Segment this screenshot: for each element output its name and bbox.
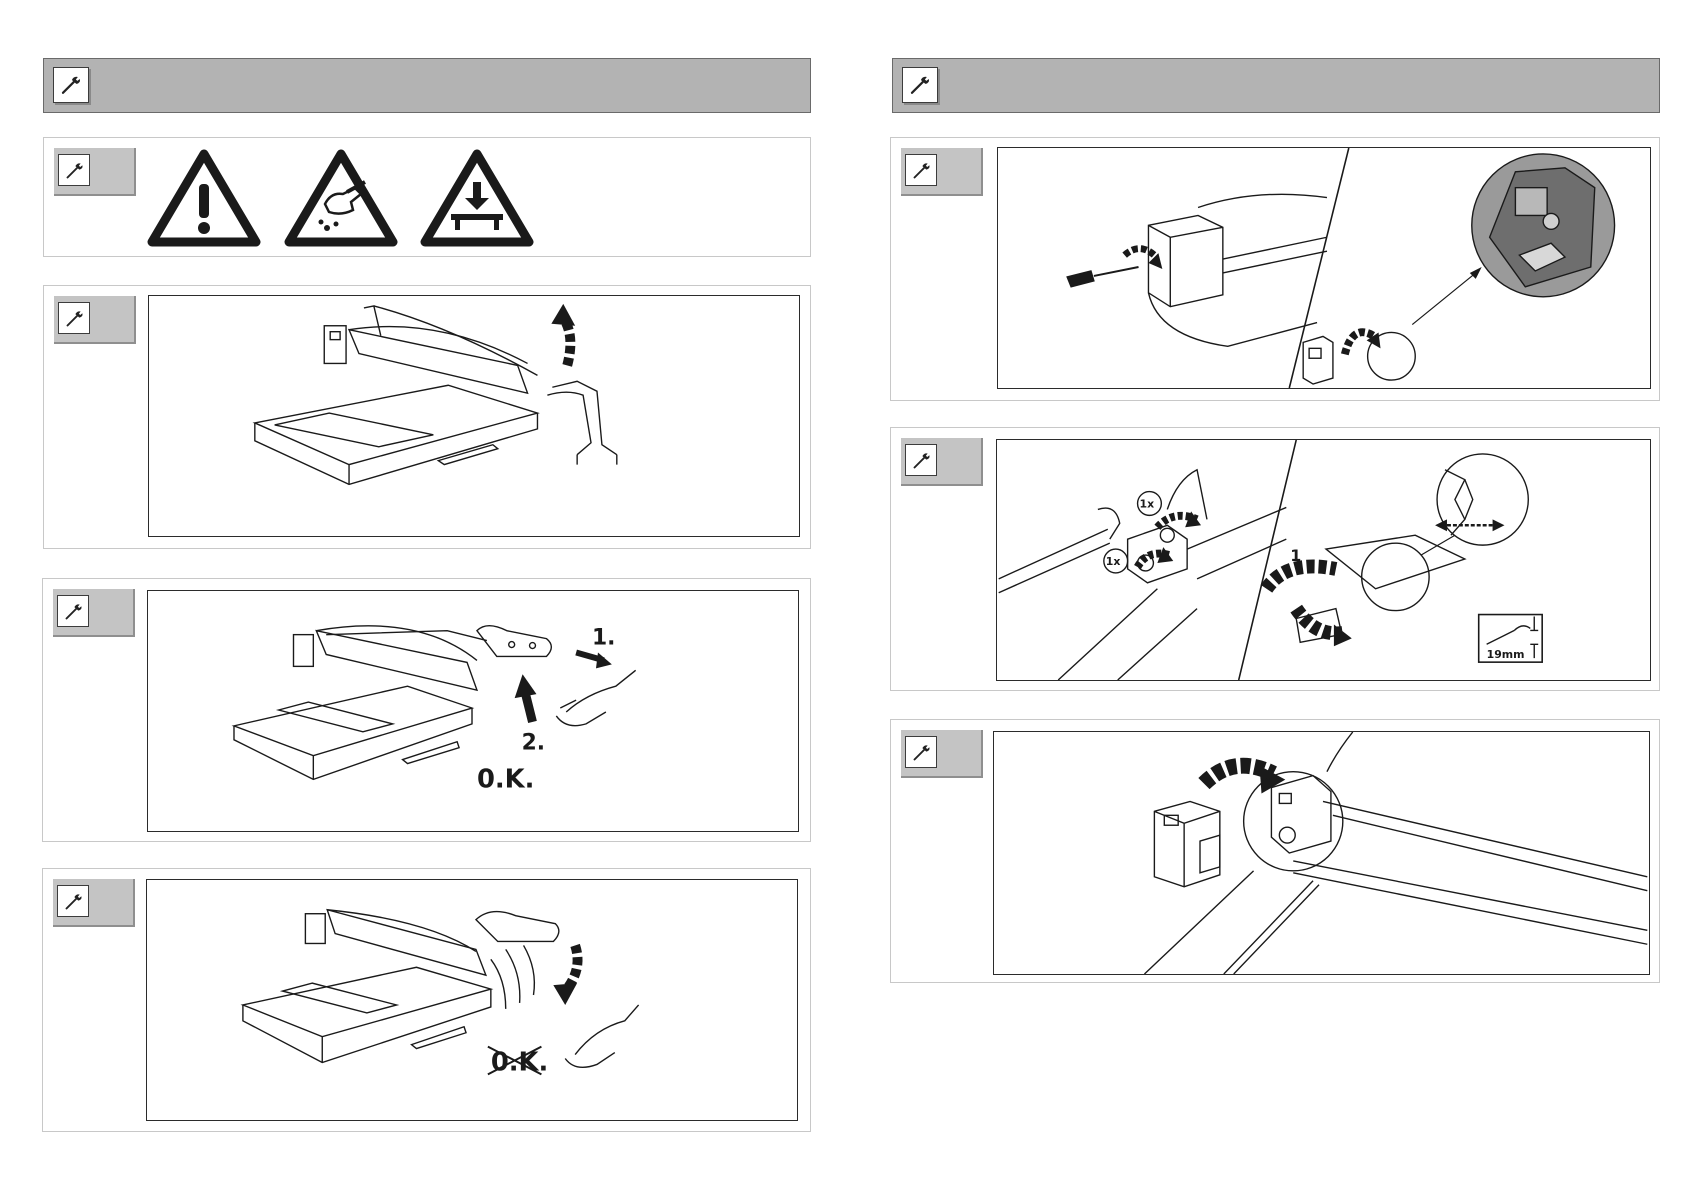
wrench-icon: [905, 736, 937, 768]
wrench-icon: [902, 67, 938, 103]
crush-hazard-warning-icon: [417, 148, 537, 248]
wrench-icon: [57, 595, 89, 627]
wrench-icon: [905, 444, 937, 476]
count-label-a: 1x: [1140, 497, 1155, 510]
step-tab: [901, 730, 983, 778]
step-card-refit-block: [890, 719, 1660, 983]
step-card-screw-block: [890, 137, 1660, 401]
step-card-lift-arm: [43, 285, 811, 549]
step-tab: [53, 879, 135, 927]
left-header-bar: [43, 58, 811, 113]
step-label-2: 2.: [522, 731, 545, 756]
illustration-cutter-lift: [148, 295, 800, 537]
step-card-lock-release: 1. 2. 0.K.: [42, 578, 811, 842]
step-label-1: 1.: [592, 626, 615, 651]
step-card-adjust-bolts: 1x 1x 1 19mm: [890, 427, 1660, 691]
step-tab: [901, 438, 983, 486]
exclamation-warning-icon: [144, 148, 264, 248]
illustration-reinsert-block: [993, 731, 1650, 975]
wrench-size-label: 19mm: [1487, 648, 1525, 661]
step-card-arm-falls: 0.K.: [42, 868, 811, 1132]
illustration-bolt-adjustment: 1x 1x 1 19mm: [996, 439, 1651, 681]
step-tab: [54, 296, 136, 344]
hand-hazard-warning-icon: [281, 148, 401, 248]
illustration-screwdriver: [997, 147, 1651, 389]
wrench-icon: [58, 302, 90, 334]
step-tab: [54, 148, 136, 196]
illustration-cutter-drop: 0.K.: [146, 879, 798, 1121]
turn-label: 1: [1290, 546, 1301, 565]
ok-label: 0.K.: [477, 764, 534, 794]
wrench-icon: [58, 154, 90, 186]
warnings-card: [43, 137, 811, 257]
count-label-b: 1x: [1106, 555, 1121, 568]
wrench-icon: [53, 67, 89, 103]
illustration-cutter-handle: 1. 2. 0.K.: [147, 590, 799, 832]
wrench-icon: [57, 885, 89, 917]
right-header-bar: [892, 58, 1660, 113]
step-tab: [53, 589, 135, 637]
wrench-icon: [905, 154, 937, 186]
step-tab: [901, 148, 983, 196]
